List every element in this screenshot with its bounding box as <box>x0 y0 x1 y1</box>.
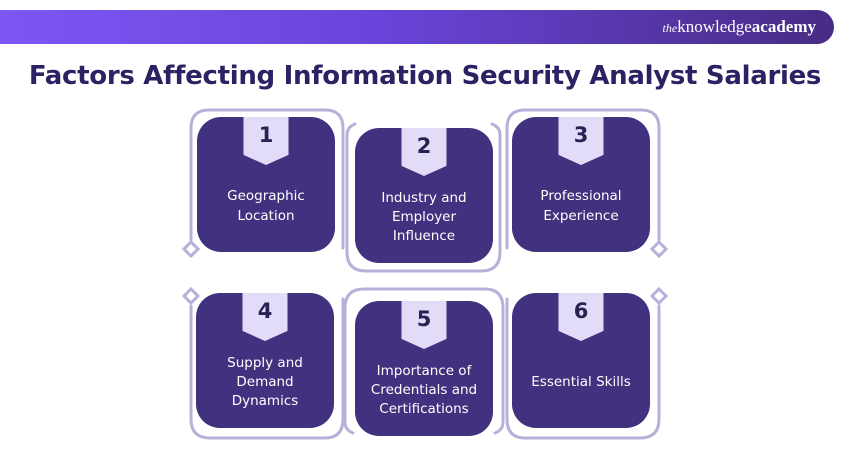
card-supply-demand-dynamics: 4 Supply and Demand Dynamics <box>196 293 334 428</box>
card-number-badge: 3 <box>558 117 604 165</box>
card-5-outline <box>343 287 505 435</box>
card-number-badge: 4 <box>242 293 288 341</box>
card-label: Essential Skills <box>531 373 631 390</box>
card-credentials-certifications: 5 Importance of Credentials and Certific… <box>355 301 493 436</box>
card-label: Importance of Credentials and Certificat… <box>370 362 478 418</box>
card-number-badge: 5 <box>401 301 447 349</box>
diamond-marker-bottom-right <box>649 286 669 306</box>
card-3-outline <box>505 108 661 250</box>
card-industry-employer-influence: 2 Industry and Employer Influence <box>355 128 493 263</box>
card-6-outline <box>505 297 661 440</box>
card-number-badge: 6 <box>558 293 604 341</box>
card-number: 2 <box>416 134 432 158</box>
card-label: Supply and Demand Dynamics <box>227 354 303 410</box>
diamond-marker-top-right <box>649 239 669 259</box>
header-bar: theknowledgeacademy <box>0 10 834 44</box>
card-essential-skills: 6 Essential Skills <box>512 293 650 428</box>
card-number: 5 <box>416 307 432 331</box>
card-4-outline <box>189 297 345 440</box>
page-title: Factors Affecting Information Security A… <box>28 61 822 91</box>
card-label: Geographic Location <box>227 188 305 224</box>
card-professional-experience: 3 Professional Experience <box>512 117 650 252</box>
card-1-outline <box>189 108 345 250</box>
brand-logo: theknowledgeacademy <box>663 17 816 37</box>
card-2-outline <box>345 122 502 273</box>
logo-academy: academy <box>751 17 816 36</box>
card-label: Professional Experience <box>540 188 622 224</box>
card-number-badge: 1 <box>243 117 289 165</box>
diamond-marker-bottom-left <box>181 286 201 306</box>
card-number: 4 <box>257 299 273 323</box>
card-number-badge: 2 <box>401 128 447 176</box>
card-number: 3 <box>573 123 589 147</box>
logo-the: the <box>662 21 678 35</box>
card-number: 6 <box>573 299 589 323</box>
diamond-marker-top-left <box>181 239 201 259</box>
card-label: Industry and Employer Influence <box>381 189 467 245</box>
logo-knowledge: knowledge <box>677 17 752 36</box>
card-number: 1 <box>258 123 274 147</box>
card-geographic-location: 1 Geographic Location <box>197 117 335 252</box>
